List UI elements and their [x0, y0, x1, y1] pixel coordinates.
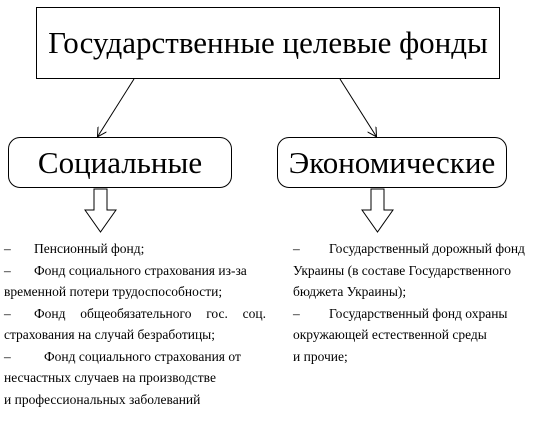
social-fund-text: Фонд [34, 305, 66, 321]
social-fund-item: – Пенсионный фонд; [4, 238, 266, 260]
economic-fund-text: и прочие; [293, 348, 348, 364]
social-fund-text: соц. [242, 305, 266, 321]
economic-fund-text: окружающей естественной среды [293, 327, 487, 342]
economic-fund-item: – Государственный фонд охраны окружающей … [293, 303, 538, 346]
economic-category-box: Экономические [277, 137, 507, 188]
block-arrow-economic-icon [361, 188, 394, 233]
economic-fund-text: бюджета Украины); [293, 284, 407, 299]
social-fund-item: – Фонд социального страхования из-за врем… [4, 260, 266, 303]
economic-fund-text: Государственный дорожный фонд [329, 241, 525, 256]
social-fund-text: Пенсионный фонд; [34, 241, 145, 256]
social-fund-text: страхования на случай безработицы; [4, 327, 215, 342]
social-fund-text: общеобязательного [80, 305, 192, 321]
economic-funds-list: – Государственный дорожный фонд Украины (… [293, 238, 538, 367]
list-dash: – [4, 305, 11, 321]
social-fund-text: гос. [206, 305, 228, 321]
diagram-title-box: Государственные целевые фонды [36, 7, 500, 79]
economic-fund-item: – Государственный дорожный фонд Украины (… [293, 238, 538, 303]
economic-fund-text: Украины (в составе Государственного [293, 262, 511, 278]
social-fund-text: Фонд социального страхования от [44, 348, 241, 364]
economic-category-label: Экономические [288, 144, 496, 180]
list-dash: – [4, 348, 11, 364]
social-category-box: Социальные [8, 137, 232, 188]
social-fund-item: – Фонд общеобязательного гос. соц. страхо… [4, 303, 266, 346]
economic-fund-text: Государственный фонд охраны [329, 305, 508, 321]
block-arrow-social-icon [84, 188, 117, 233]
list-dash: – [4, 262, 11, 278]
social-fund-text: и профессиональных заболеваний [4, 391, 201, 407]
list-dash: – [293, 241, 300, 256]
economic-fund-item: и прочие; [293, 346, 538, 368]
diagram-title: Государственные целевые фонды [48, 25, 488, 60]
list-dash: – [4, 241, 11, 256]
social-fund-text: временной потери трудоспособности; [4, 284, 223, 299]
list-dash: – [293, 305, 300, 321]
social-category-label: Социальные [37, 144, 203, 180]
social-fund-text: несчастных случаев на производстве [4, 370, 216, 385]
social-funds-list: – Пенсионный фонд; – Фонд социального стра… [4, 238, 266, 410]
arrow-to-social [98, 78, 135, 136]
social-fund-text: Фонд социального страхования из-за [34, 262, 247, 278]
social-fund-item: – Фонд социального страхования от несчаст… [4, 346, 266, 411]
arrow-to-economic [339, 78, 376, 136]
